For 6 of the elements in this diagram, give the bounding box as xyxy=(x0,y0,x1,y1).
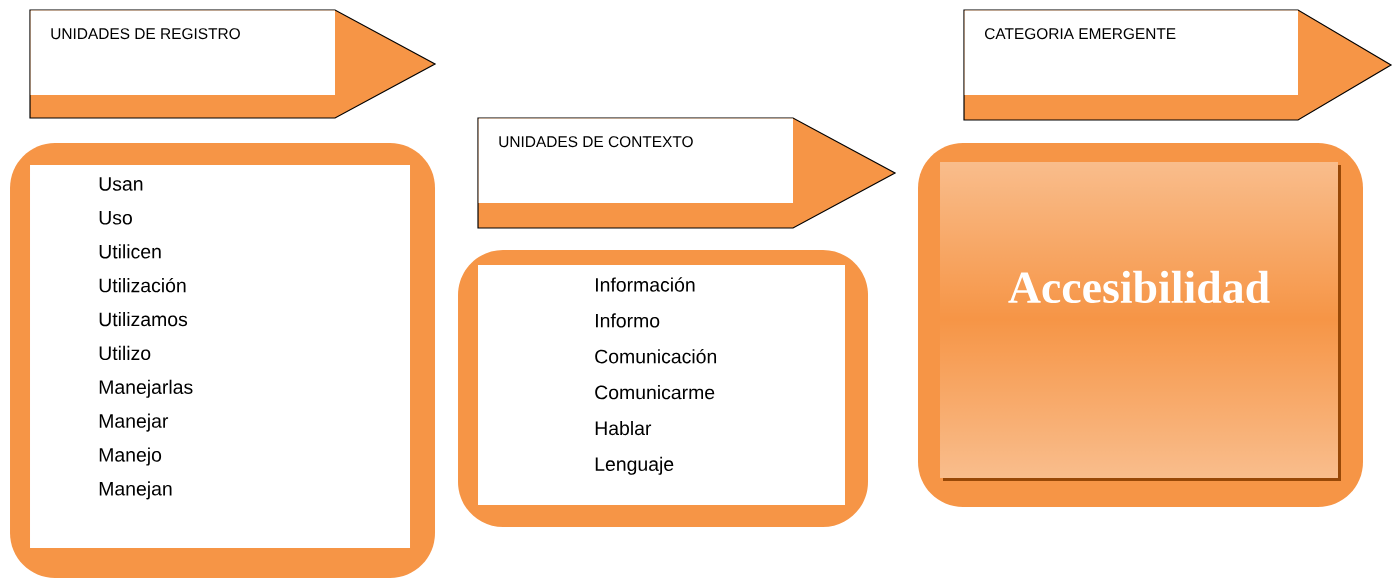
heading-banner: UNIDADES DE CONTEXTO xyxy=(477,117,897,229)
category-panel: Accesibilidad xyxy=(918,143,1363,507)
word-list-panel: Información Informo Comunicación Comunicarme Hablar Lenguaje xyxy=(458,250,868,527)
heading-banner: CATEGORIA EMERGENTE xyxy=(963,9,1393,121)
heading-banner: UNIDADES DE REGISTRO xyxy=(29,9,437,119)
word-list-panel: Usan Uso Utilicen Utilización Utilizamos Utilizo Manejarlas Manejar Manejo Manejan xyxy=(10,143,435,578)
